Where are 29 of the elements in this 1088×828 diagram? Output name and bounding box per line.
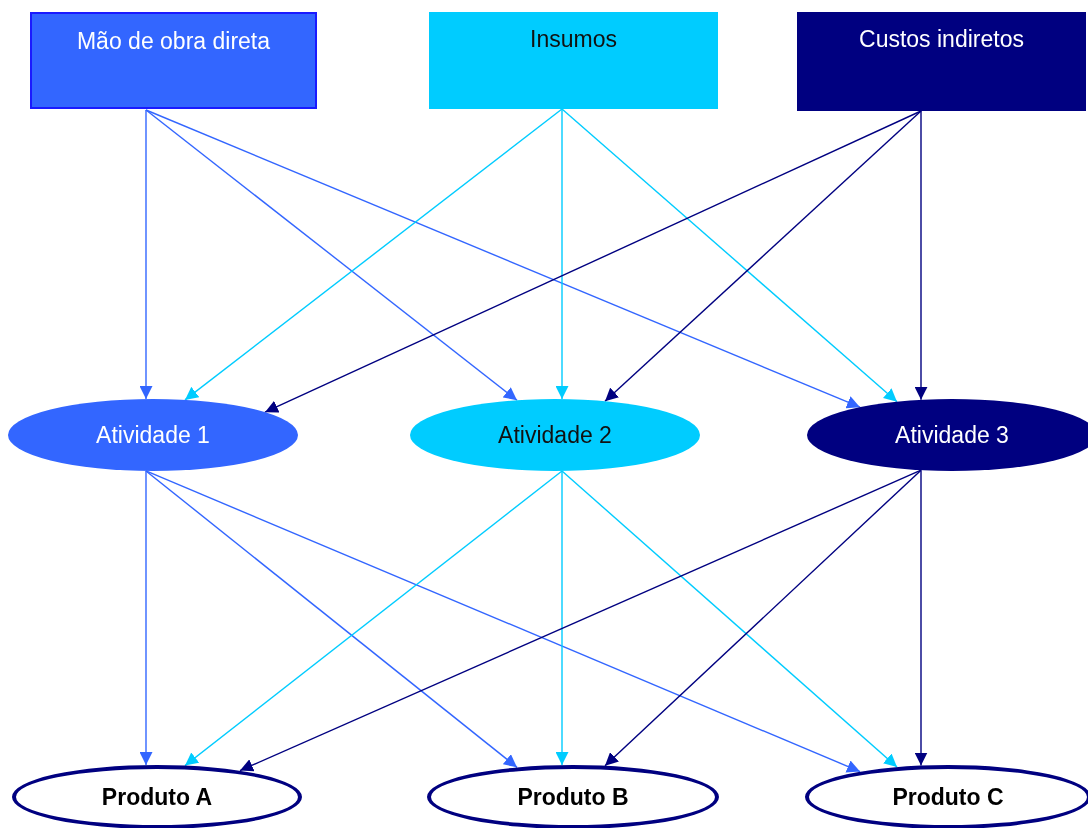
arrow bbox=[145, 470, 861, 773]
node-label: Atividade 1 bbox=[96, 421, 210, 449]
node-label: Atividade 2 bbox=[498, 421, 612, 449]
arrow bbox=[139, 470, 153, 766]
arrow bbox=[145, 109, 518, 401]
arrow bbox=[184, 470, 563, 767]
product-ellipse bbox=[805, 765, 1088, 828]
node-label: Produto C bbox=[892, 783, 1004, 811]
cost-source-box bbox=[429, 12, 718, 109]
arrow bbox=[604, 110, 922, 402]
arrow bbox=[604, 469, 922, 767]
node-label: Insumos bbox=[530, 26, 617, 53]
arrow bbox=[914, 469, 928, 767]
arrow bbox=[555, 108, 569, 400]
arrow bbox=[184, 108, 563, 401]
cost-source-box bbox=[797, 12, 1086, 111]
node-label: Atividade 3 bbox=[895, 421, 1009, 449]
cost-source-box bbox=[30, 12, 317, 109]
arrow bbox=[561, 470, 898, 768]
node-label: Mão de obra direta bbox=[76, 28, 271, 55]
node-label: Produto B bbox=[517, 783, 629, 811]
arrow bbox=[145, 109, 861, 409]
node-label: Custos indiretos bbox=[859, 26, 1024, 53]
node-label: Produto A bbox=[101, 783, 213, 811]
arrow bbox=[555, 470, 569, 766]
arrow bbox=[914, 110, 928, 401]
arrow bbox=[139, 109, 153, 400]
arrow bbox=[561, 108, 898, 403]
arrow bbox=[264, 110, 922, 413]
